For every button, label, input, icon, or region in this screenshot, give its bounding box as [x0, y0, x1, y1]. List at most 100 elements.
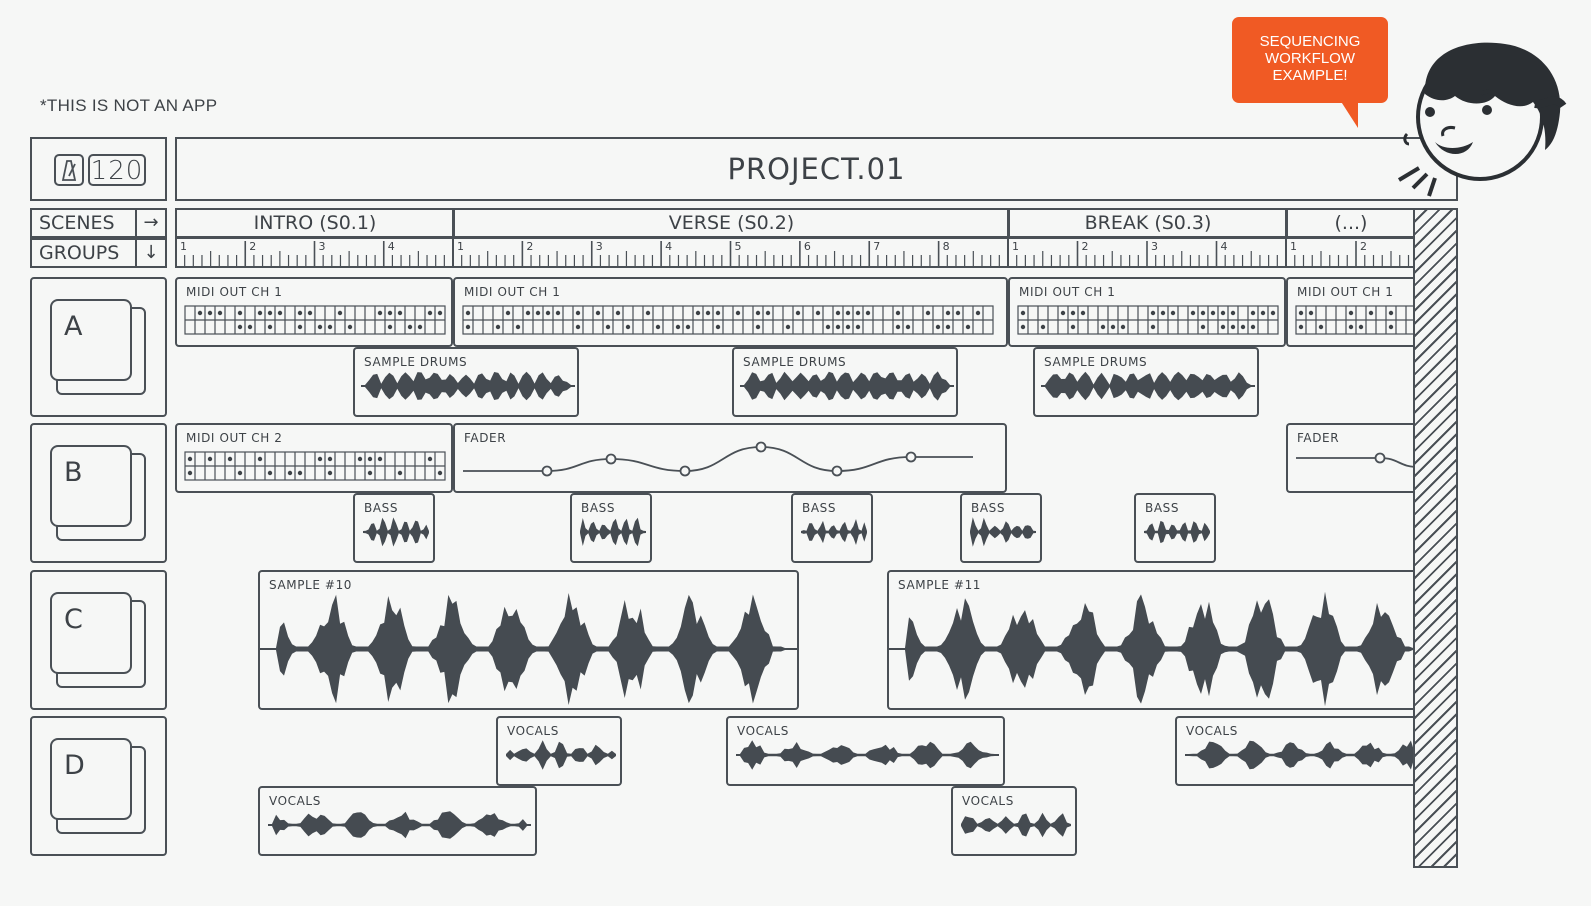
- clip-label: SAMPLE #11: [898, 578, 982, 592]
- clip-label: VOCALS: [269, 794, 321, 808]
- groups-button[interactable]: GROUPS ↓: [30, 238, 167, 268]
- midi-note: [755, 310, 761, 316]
- clip-fader-2[interactable]: FADER: [1286, 423, 1414, 493]
- midi-note: [1170, 310, 1176, 316]
- midi-note: [1358, 324, 1364, 330]
- midi-note: [237, 470, 243, 476]
- midi-note: [675, 324, 681, 330]
- group-b-button[interactable]: B: [30, 423, 167, 563]
- midi-note: [895, 324, 901, 330]
- clip-sample-10[interactable]: SAMPLE #10: [258, 570, 799, 710]
- midi-note: [307, 310, 313, 316]
- midi-note: [515, 324, 521, 330]
- midi-note: [217, 310, 223, 316]
- clip-label: VOCALS: [962, 794, 1014, 808]
- midi-note: [377, 310, 383, 316]
- waveform: [1144, 520, 1210, 544]
- scene-verse[interactable]: VERSE (S0.2): [453, 208, 1008, 238]
- clip-midi-ch2[interactable]: MIDI OUT CH 2: [175, 423, 453, 493]
- clip-vocals-3[interactable]: VOCALS: [1175, 716, 1414, 786]
- clip-midi-ch1-more[interactable]: MIDI OUT CH 1: [1286, 277, 1414, 347]
- clip-fader-1[interactable]: FADER: [453, 423, 1007, 493]
- midi-note: [367, 456, 373, 462]
- midi-note: [267, 310, 273, 316]
- midi-note: [1318, 324, 1324, 330]
- clip-midi-ch1-break[interactable]: MIDI OUT CH 1: [1008, 277, 1286, 347]
- clip-label: MIDI OUT CH 2: [186, 431, 283, 445]
- midi-note: [427, 456, 433, 462]
- midi-note: [825, 324, 831, 330]
- bar-number: 1: [457, 240, 464, 253]
- clip-midi-ch1-intro[interactable]: MIDI OUT CH 1: [175, 277, 453, 347]
- bar-number: 3: [1151, 240, 1158, 253]
- clip-vocals-5[interactable]: VOCALS: [951, 786, 1077, 856]
- clip-midi-ch1-verse[interactable]: MIDI OUT CH 1: [453, 277, 1008, 347]
- clip-bass-4[interactable]: BASS: [960, 493, 1042, 563]
- bar-number: 7: [873, 240, 880, 253]
- clip-vocals-4[interactable]: VOCALS: [258, 786, 537, 856]
- waveform: [1041, 371, 1255, 401]
- waveform: [961, 812, 1071, 838]
- midi-note: [1308, 310, 1314, 316]
- midi-note: [1200, 310, 1206, 316]
- bar-number: 3: [319, 240, 326, 253]
- midi-note: [397, 310, 403, 316]
- clip-sample-drums-2[interactable]: SAMPLE DRUMS: [732, 347, 958, 417]
- group-a-button[interactable]: A: [30, 277, 167, 417]
- metronome-icon[interactable]: [54, 154, 84, 186]
- midi-note: [955, 310, 961, 316]
- bar-number: 1: [1290, 240, 1297, 253]
- midi-note: [337, 310, 343, 316]
- midi-note: [327, 456, 333, 462]
- clip-bass-5[interactable]: BASS: [1134, 493, 1216, 563]
- clip-sample-drums-3[interactable]: SAMPLE DRUMS: [1033, 347, 1259, 417]
- scenes-button[interactable]: SCENES →: [30, 208, 167, 238]
- midi-note: [1230, 324, 1236, 330]
- clip-vocals-2[interactable]: VOCALS: [726, 716, 1005, 786]
- arrow-right-icon: →: [135, 210, 165, 236]
- midi-note: [1080, 310, 1086, 316]
- clip-vocals-1[interactable]: VOCALS: [496, 716, 622, 786]
- waveform: [361, 371, 575, 401]
- clip-label: MIDI OUT CH 1: [1019, 285, 1116, 299]
- midi-note: [1110, 324, 1116, 330]
- midi-note: [417, 324, 423, 330]
- group-c-button[interactable]: C: [30, 570, 167, 710]
- midi-note: [835, 310, 841, 316]
- group-d-button[interactable]: D: [30, 716, 167, 856]
- midi-note: [465, 310, 471, 316]
- midi-note: [615, 310, 621, 316]
- clip-bass-1[interactable]: BASS: [353, 493, 435, 563]
- scene-intro[interactable]: INTRO (S0.1): [175, 208, 453, 238]
- clip-sample-drums-1[interactable]: SAMPLE DRUMS: [353, 347, 579, 417]
- midi-note: [357, 456, 363, 462]
- groups-label: GROUPS: [39, 242, 120, 264]
- clip-bass-2[interactable]: BASS: [570, 493, 652, 563]
- tempo-display[interactable]: 120: [88, 154, 146, 186]
- scenes-label: SCENES: [39, 212, 115, 234]
- bar-number: 3: [596, 240, 603, 253]
- midi-note: [1200, 324, 1206, 330]
- waveform: [889, 591, 1414, 707]
- midi-note: [267, 470, 273, 476]
- clip-bass-3[interactable]: BASS: [791, 493, 873, 563]
- group-letter: B: [50, 445, 132, 527]
- midi-note: [1388, 310, 1394, 316]
- clip-sample-11[interactable]: SAMPLE #11: [887, 570, 1414, 710]
- midi-note: [297, 324, 303, 330]
- fader-point: [605, 453, 617, 465]
- midi-note: [187, 470, 193, 476]
- midi-note: [197, 310, 203, 316]
- midi-note: [347, 324, 353, 330]
- waveform: [1185, 740, 1414, 770]
- midi-note: [715, 324, 721, 330]
- midi-note: [835, 324, 841, 330]
- clip-label: SAMPLE DRUMS: [364, 355, 468, 369]
- midi-note: [705, 310, 711, 316]
- midi-note: [1100, 324, 1106, 330]
- midi-note: [387, 324, 393, 330]
- bar-number: 6: [804, 240, 811, 253]
- midi-note: [595, 310, 601, 316]
- arrow-down-icon: ↓: [135, 240, 165, 266]
